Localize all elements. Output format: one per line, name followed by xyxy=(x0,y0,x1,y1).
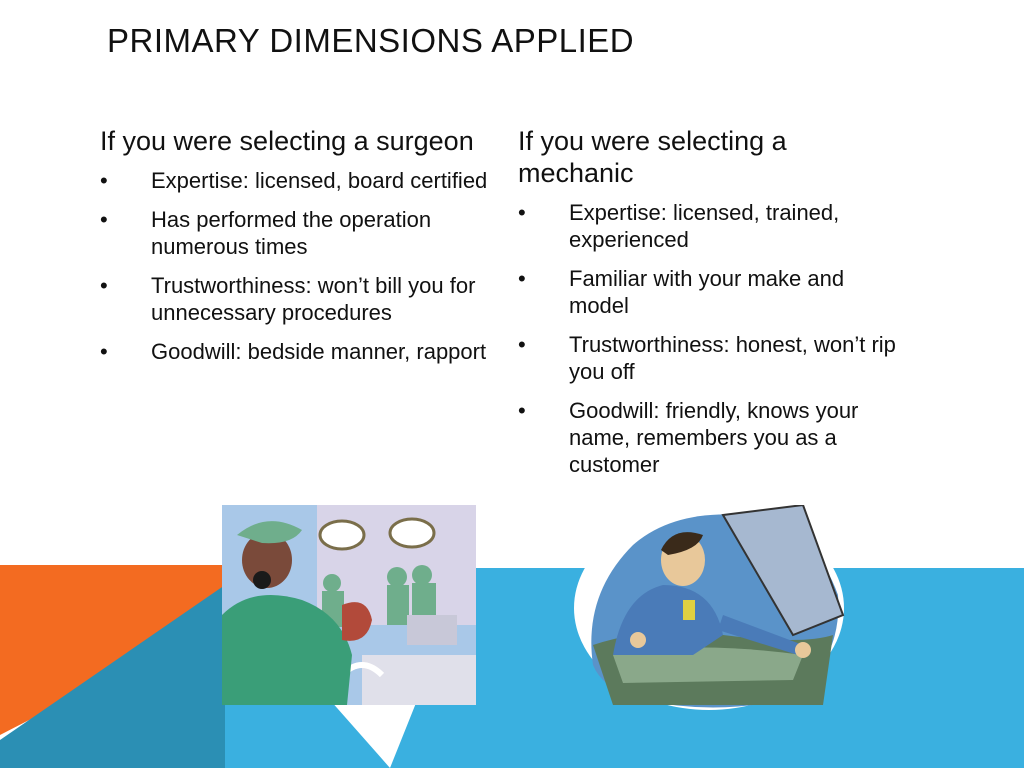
mechanic-column: If you were selecting a mechanic • Expert… xyxy=(518,125,898,490)
slide-title: PRIMARY DIMENSIONS APPLIED xyxy=(107,22,635,59)
mechanic-list: • Expertise: licensed, trained, experienc… xyxy=(518,199,898,478)
item-label: Expertise: xyxy=(569,200,667,225)
list-item: • Goodwill: bedside manner, rapport xyxy=(100,338,490,365)
item-text: licensed, board certified xyxy=(248,168,488,193)
bullet-icon: • xyxy=(518,200,526,225)
list-item: • Expertise: licensed, board certified xyxy=(100,167,490,194)
list-item: • Expertise: licensed, trained, experienc… xyxy=(518,199,898,253)
item-label: Goodwill: xyxy=(151,339,242,364)
item-label: Trustworthiness: xyxy=(151,273,312,298)
item-text: won’t bill you for unnecessary procedure… xyxy=(151,273,476,325)
item-text: Has performed the operation numerous tim… xyxy=(151,207,432,259)
list-item: • Goodwill: friendly, knows your name, re… xyxy=(518,397,898,478)
surgeon-heading: If you were selecting a surgeon xyxy=(100,126,474,156)
item-label: Goodwill: xyxy=(569,398,660,423)
bullet-icon: • xyxy=(100,273,108,298)
list-item: • Trustworthiness: won’t bill you for unn… xyxy=(100,272,490,326)
item-text: honest, won’t rip you off xyxy=(569,332,896,384)
item-label: Expertise: xyxy=(151,168,249,193)
list-item: • Familiar with your make and model xyxy=(518,265,898,319)
list-item: • Trustworthiness: honest, won’t rip you … xyxy=(518,331,898,385)
item-label: Trustworthiness: xyxy=(569,332,730,357)
item-text: licensed, trained, experienced xyxy=(569,200,840,252)
bullet-icon: • xyxy=(518,398,526,423)
item-text: Familiar with your make and model xyxy=(569,266,845,318)
item-text: friendly, knows your name, remembers you… xyxy=(569,398,859,477)
bullet-icon: • xyxy=(100,339,108,364)
mechanic-heading: If you were selecting a mechanic xyxy=(518,126,787,188)
surgeon-list: • Expertise: licensed, board certified • H… xyxy=(100,167,490,365)
bullet-icon: • xyxy=(518,266,526,291)
item-text: bedside manner, rapport xyxy=(241,339,487,364)
mechanic-clipart-icon xyxy=(574,505,845,710)
bullet-icon: • xyxy=(100,207,108,232)
teal-wedge xyxy=(0,585,225,768)
surgeon-clipart-icon xyxy=(222,505,476,705)
bullet-icon: • xyxy=(518,332,526,357)
list-item: • Has performed the operation numerous ti… xyxy=(100,206,490,260)
surgeon-column: If you were selecting a surgeon • Experti… xyxy=(100,125,490,377)
bullet-icon: • xyxy=(100,168,108,193)
